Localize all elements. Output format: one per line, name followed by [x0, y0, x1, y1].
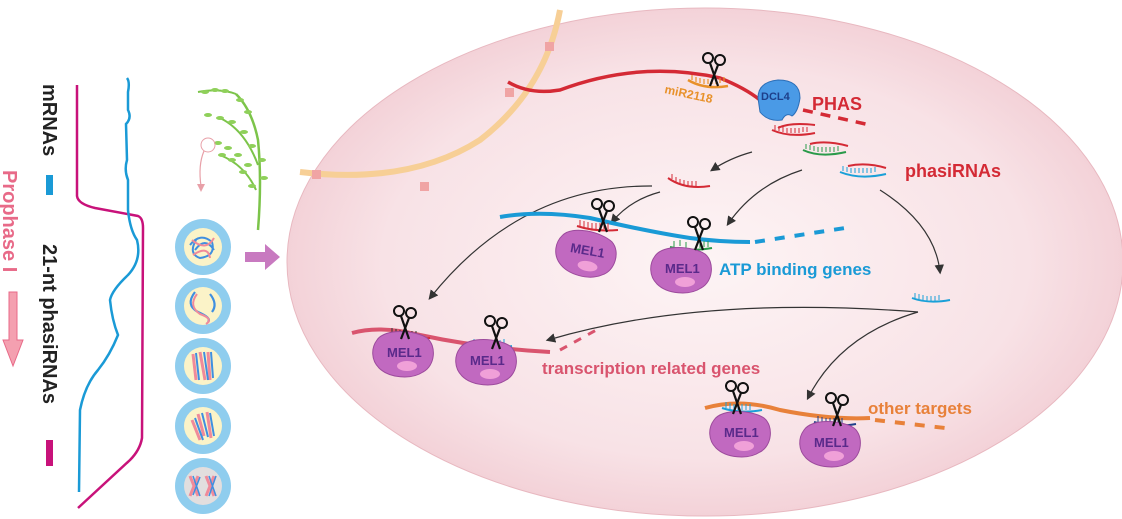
meiocyte-leptotene [175, 219, 231, 275]
zoom-callout [197, 137, 216, 192]
mel1-protein: MEL1 [372, 331, 434, 378]
prophase-arrow [2, 291, 24, 368]
mel1-protein: MEL1 [709, 411, 771, 458]
phasirna-blue-single [911, 293, 951, 303]
chromatin-locus [505, 88, 514, 97]
phasirna-duplexes [771, 123, 887, 178]
mel1-label: MEL1 [387, 345, 422, 360]
mel1-label: MEL1 [724, 425, 759, 440]
atp-binding-genes-label: ATP binding genes [719, 260, 871, 279]
mel1-label: MEL1 [814, 435, 849, 450]
phasirna-legend-swatch [46, 440, 53, 466]
meiocyte-diakinesis [175, 458, 231, 514]
phasirna-curve [75, 85, 145, 509]
mel1-label: MEL1 [569, 240, 606, 261]
expression-curves [75, 77, 145, 509]
other-targets-label: other targets [868, 399, 972, 418]
mel1-protein: MEL1 [455, 339, 517, 386]
chromatin-locus [420, 182, 429, 191]
meiocyte-zygotene [175, 278, 231, 334]
mel1-protein: MEL1 [650, 247, 712, 294]
chromatin-locus [312, 170, 321, 179]
transcription-genes-label: transcription related genes [542, 359, 760, 378]
dcl4-label: DCL4 [761, 91, 791, 103]
mel1-protein: MEL1 [799, 421, 861, 468]
dcl4-enzyme: DCL4 [757, 79, 801, 121]
phasirna-red-single [667, 174, 711, 188]
meiocyte-diplotene [175, 398, 231, 454]
mel1-label: MEL1 [665, 261, 700, 276]
meiocyte-stages [175, 219, 231, 514]
mel1-label: MEL1 [470, 353, 505, 368]
phas-transcript [507, 69, 871, 127]
rice-panicle-icon [197, 88, 268, 231]
zoom-in-arrow [245, 244, 280, 270]
phasirna-legend-label: 21-nt phasiRNAs [38, 244, 60, 404]
mrna-legend-label: mRNAs [38, 84, 60, 156]
phasirnas-label: phasiRNAs [905, 161, 1001, 181]
mrna-legend-swatch [46, 175, 53, 195]
curve-legend: mRNAs 21-nt phasiRNAs Prophase I [0, 84, 60, 466]
prophase-label: Prophase I [0, 170, 20, 272]
phas-label: PHAS [812, 94, 862, 114]
meiocyte-pachytene [175, 338, 231, 394]
chromatin-strand [299, 9, 563, 178]
chromatin-locus [545, 42, 554, 51]
mel1-protein: MEL1 [551, 225, 621, 282]
mrna-curve [77, 77, 140, 493]
